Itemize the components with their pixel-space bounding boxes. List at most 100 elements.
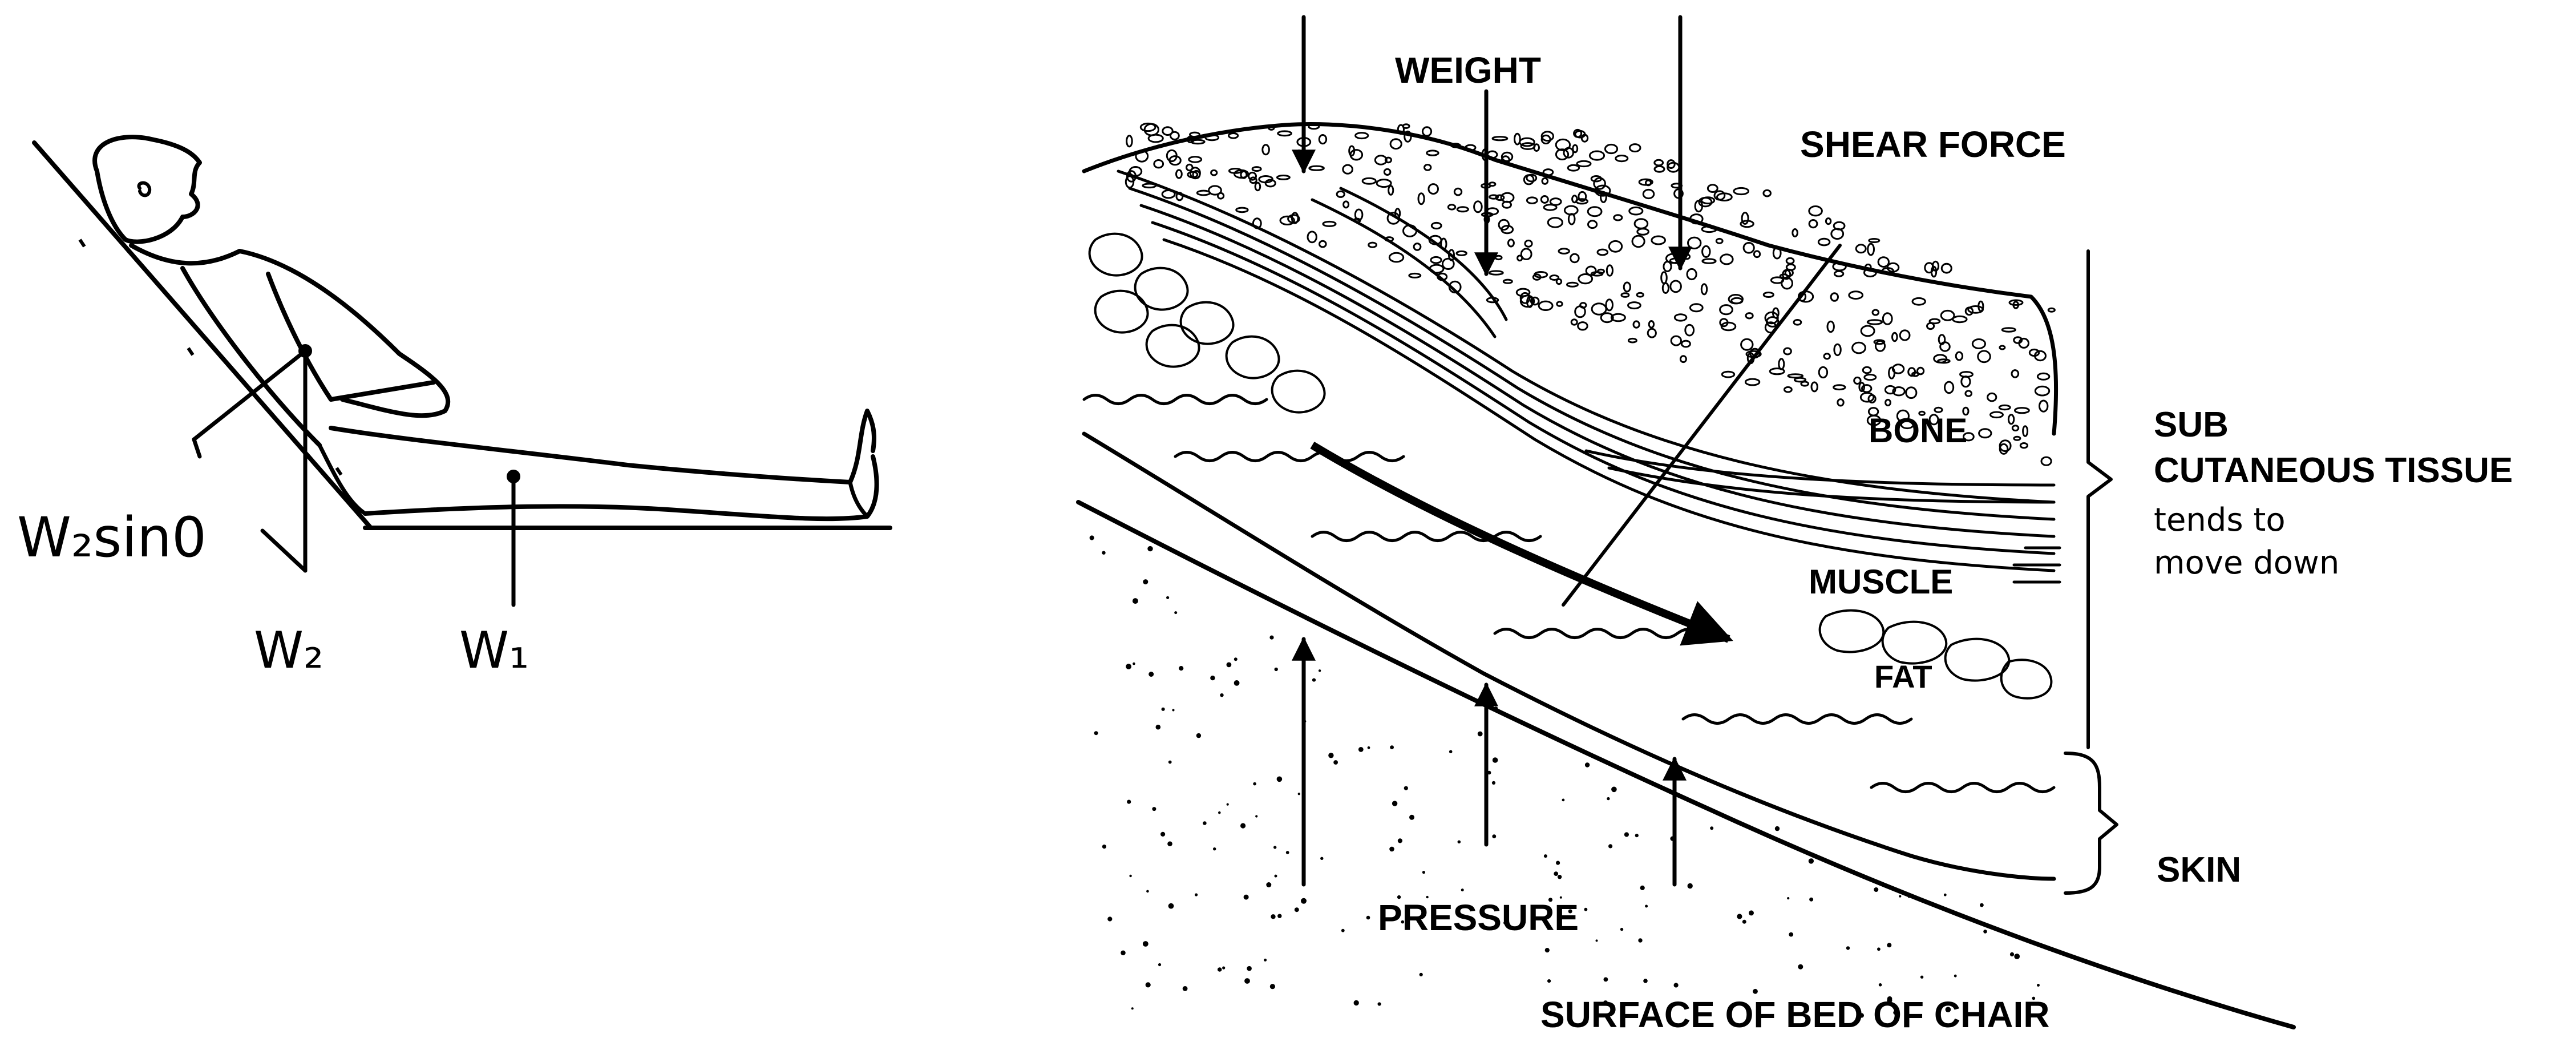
surface-stipple-dot (1090, 535, 1094, 540)
bone-stipple-dot (1685, 325, 1694, 336)
bone-stipple-dot (1714, 191, 1725, 200)
bone-stipple-dot (1646, 180, 1651, 185)
bone-stipple-dot (1716, 239, 1722, 243)
bone-stipple-dot (1684, 255, 1690, 259)
surface-stipple-dot (1449, 750, 1453, 753)
fat-label: FAT (1874, 659, 1932, 694)
surface-stipple-dot (1611, 787, 1617, 793)
bone-stipple-dot (1377, 180, 1391, 187)
surface-stipple-dot (1493, 757, 1498, 763)
surface-stipple-dot (1146, 890, 1149, 893)
surface-stipple-dot (1149, 672, 1154, 677)
bone-stipple-dot (1886, 399, 1891, 405)
surface-stipple-dot (1247, 966, 1252, 971)
bone-stipple-dot (1422, 127, 1431, 136)
bone-stipple-dot (1211, 170, 1217, 175)
surface-stipple-dot (1328, 753, 1333, 758)
surface-stipple-dot (1368, 746, 1370, 749)
bone-stipple-dot (1632, 236, 1644, 247)
bone-stipple-dot (1571, 320, 1577, 325)
surface-stipple-dot (1620, 928, 1623, 931)
surface-stipple-dot (1156, 725, 1161, 730)
surface-stipple-dot (1643, 979, 1648, 983)
bone-stipple-dot (1127, 136, 1133, 147)
w2-sin-component (262, 531, 305, 571)
bone-stipple-dot (1779, 359, 1784, 369)
bone-stipple-dot (1701, 284, 1706, 294)
surface-stipple-dot (1562, 799, 1565, 802)
below-surface-stipple (1090, 535, 2040, 1017)
bone-stipple-dot (1853, 342, 1866, 353)
bone-stipple-dot (1309, 166, 1324, 170)
surface-stipple-dot (1270, 984, 1275, 989)
bone-stipple-dot (1702, 246, 1710, 257)
bone-stipple-dot (1912, 298, 1925, 305)
bone-stipple-dot (1809, 220, 1817, 228)
surface-stipple-dot (1266, 882, 1271, 887)
bone-stipple-dot (1572, 196, 1577, 203)
bone-stipple-dot (1732, 298, 1742, 303)
fat-cells (1090, 234, 2052, 698)
bone-stipple-dot (1409, 273, 1421, 277)
bone-stipple-dot (1457, 207, 1468, 212)
bone-stipple-dot (2040, 401, 2048, 411)
bone-stipple-dot (1900, 330, 1910, 340)
surface-stipple-dot (1354, 1000, 1359, 1005)
bone-stipple-dot (1580, 303, 1586, 308)
bone-stipple-dot (1628, 338, 1636, 342)
bone-stipple-dot (1883, 313, 1892, 325)
bone-stipple-dot (1826, 219, 1830, 224)
skin-brace (2065, 753, 2117, 893)
surface-stipple-dot (1398, 838, 1402, 843)
tends-to-label: tends to (2154, 502, 2286, 539)
surface-stipple-dot (1227, 663, 1232, 668)
surface-stipple-dot (1143, 579, 1148, 584)
bone-stipple-dot (1633, 321, 1639, 328)
surface-stipple-dot (1244, 978, 1250, 984)
bone-stipple-dot (1501, 193, 1514, 202)
bone-stipple-dot (1517, 289, 1530, 296)
surface-stipple-dot (1789, 932, 1793, 937)
surface-stipple-dot (1244, 895, 1249, 900)
bone-stipple-dot (1671, 336, 1681, 345)
surface-stipple-dot (1753, 989, 1758, 994)
surface-stipple-dot (1333, 760, 1338, 765)
surface-stipple-dot (1146, 982, 1151, 987)
bone-stipple-dot (1263, 145, 1269, 155)
bone-stipple-dot (1614, 215, 1622, 220)
surface-stipple-dot (1545, 948, 1550, 952)
bone-stipple-dot (1801, 382, 1809, 386)
surface-stipple-dot (1195, 893, 1198, 896)
surface-stipple-dot (1183, 986, 1188, 991)
bone-stipple-dot (1448, 205, 1455, 209)
bone-stipple-dot (1649, 321, 1653, 328)
bone-stipple-dot (1616, 156, 1628, 161)
surface-stipple-dot (1234, 657, 1238, 661)
person-ear (139, 183, 150, 196)
bone-stipple-dot (1557, 302, 1562, 306)
bone-stipple-dot (1875, 341, 1885, 351)
bone-stipple-dot (1945, 382, 1954, 393)
bone-stipple-dot (2035, 386, 2049, 395)
bone-stipple-dot (1863, 367, 1871, 373)
surface-stipple-dot (1218, 811, 1221, 814)
surface-stipple-dot (1220, 693, 1223, 697)
bone-stipple-dot (1236, 208, 1248, 212)
bone-stipple-dot (1818, 239, 1830, 245)
surface-stipple-dot (1899, 895, 1901, 898)
person-back (131, 245, 240, 263)
bone-stipple-dot (1344, 201, 1349, 208)
bone-stipple-dot (1865, 374, 1876, 379)
bone-stipple-dot (1788, 374, 1803, 378)
bone-stipple-dot (1542, 178, 1548, 184)
surface-stipple-dot (1492, 834, 1496, 838)
bone-stipple-dot (1688, 237, 1701, 248)
person-leg-top (331, 411, 874, 482)
surface-stipple-dot (1167, 841, 1172, 846)
surface-stipple-dot (1358, 747, 1364, 752)
surface-stipple-dot (1585, 762, 1590, 767)
bone-stipple-dot (1861, 326, 1874, 336)
bone-stipple-dot (1962, 377, 1970, 387)
bone-stipple-dot (1629, 144, 1640, 152)
bone-stipple-dot (1607, 265, 1612, 276)
